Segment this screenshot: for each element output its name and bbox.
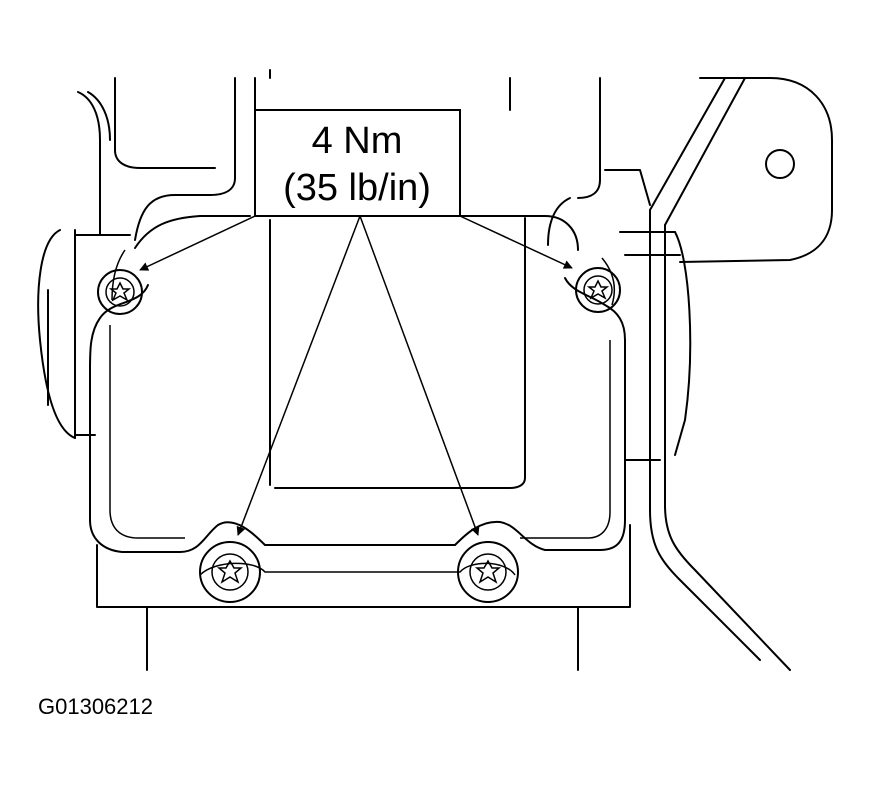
leader-arrows	[139, 215, 573, 536]
arrow-bottom-left	[236, 215, 361, 536]
arrow-bottom-right	[359, 215, 480, 536]
torx-icon	[216, 559, 244, 584]
engine-structure	[37, 69, 833, 671]
torx-icon	[108, 281, 132, 302]
bolt-bottom-left	[199, 541, 261, 603]
torx-icon	[586, 279, 610, 300]
bolt-top-left	[97, 269, 143, 315]
arrow-top-left	[139, 215, 256, 271]
torque-callout: 4 Nm (35 lb/in)	[254, 109, 461, 217]
bolt-top-right	[575, 267, 621, 313]
torx-icon	[474, 559, 502, 584]
bolt-bottom-right	[457, 541, 519, 603]
figure-id: G01306212	[38, 694, 153, 719]
arrow-top-right	[459, 215, 573, 269]
torque-nm-label: 4 Nm	[312, 120, 403, 162]
torque-imperial-label: (35 lb/in)	[283, 167, 431, 209]
valve-cover	[89, 215, 626, 576]
